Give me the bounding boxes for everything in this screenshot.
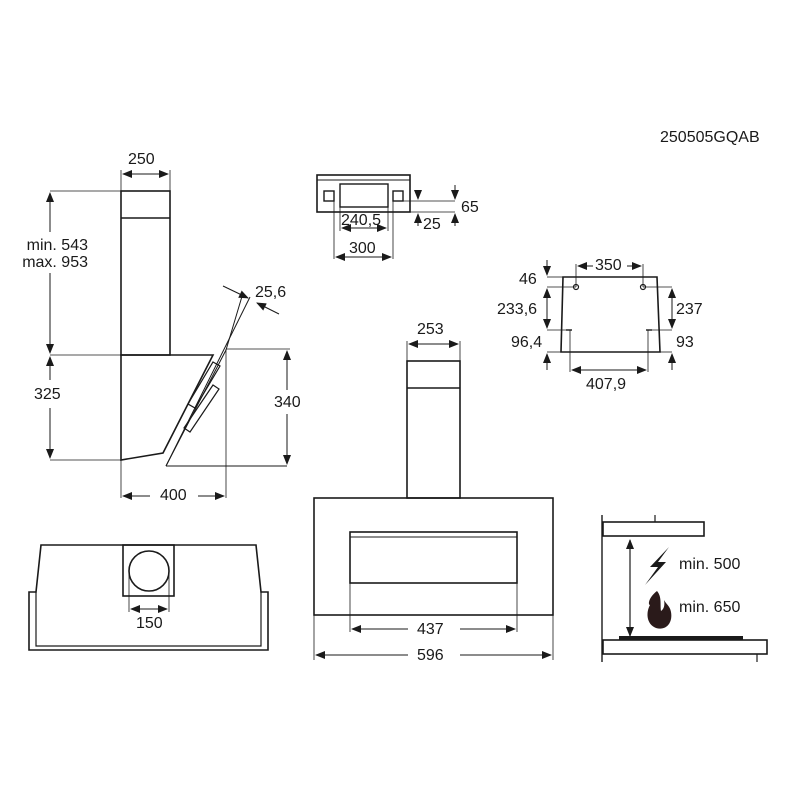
top-view [28,544,269,651]
dim-total-width: 596 [417,647,444,664]
dim-bracket-outer: 300 [349,240,376,257]
clearance-diagram [601,515,768,662]
clearance-gas: min. 650 [679,599,741,616]
dim-bracket-large: 65 [461,199,479,216]
dim-glass-height: 340 [274,394,301,411]
dim-left-bottom: 96,4 [511,334,543,351]
dim-depth: 400 [160,487,187,504]
lightning-icon [645,547,669,585]
bracket-view [316,174,459,261]
side-view [46,170,291,500]
dim-left-vertical: 233,6 [497,301,538,318]
dim-glass-thickness: 25,6 [255,284,287,301]
dim-panel-width: 437 [417,621,444,638]
dim-duct-diameter: 150 [136,615,163,632]
dim-bracket-small: 25 [423,216,441,233]
dim-chimney-width: 250 [128,151,155,168]
dim-right-vertical: 237 [676,301,703,318]
front-view [313,340,554,660]
dim-right-bottom: 93 [676,334,694,351]
mounting-template [543,260,676,374]
dim-height-max: max. 953 [22,254,88,271]
dim-top-offset: 46 [519,271,537,288]
dim-hood-height: 325 [34,386,61,403]
dim-bracket-inner: 240,5 [341,212,382,229]
flame-icon [647,591,672,629]
dim-height-min: min. 543 [26,237,88,254]
model-code: 250505GQAB [660,129,760,146]
dim-front-chimney: 253 [417,321,444,338]
dim-top-spacing: 350 [595,257,622,274]
dim-bottom-spacing: 407,9 [586,376,627,393]
clearance-electric: min. 500 [679,556,741,573]
